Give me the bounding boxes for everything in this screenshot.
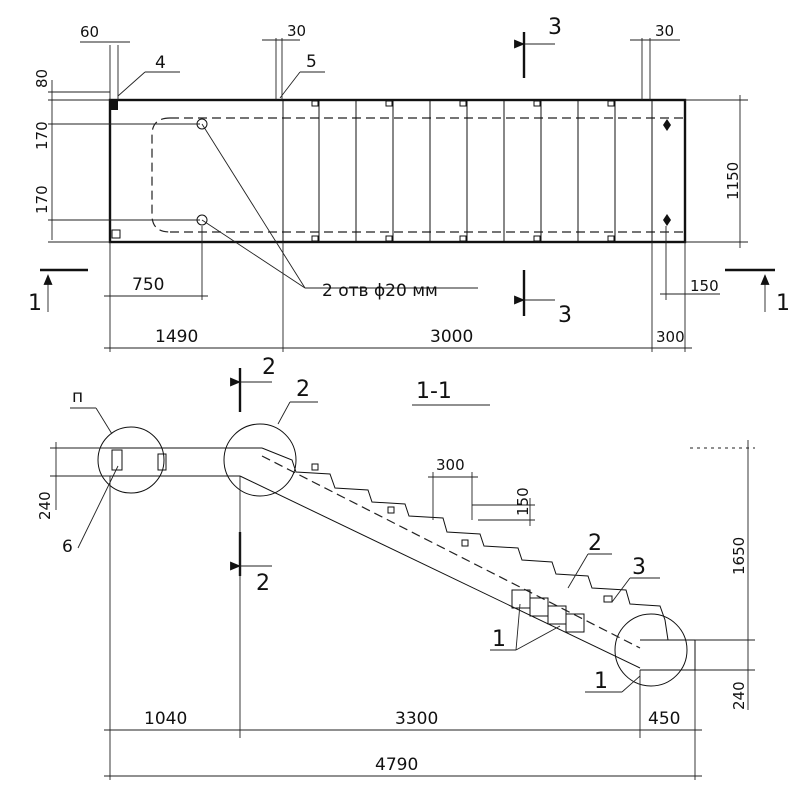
callout-4: 4 (155, 53, 166, 73)
callout-1-mid: 1 (492, 627, 506, 652)
node-left-circle (97, 426, 165, 494)
plan-view: 2 отв ϕ20 мм 60 30 30 4 5 80 170 170 (28, 15, 790, 352)
dim-bottom-mid: 3000 (430, 327, 473, 347)
plan-anchor-bottom (663, 214, 671, 226)
dim-right-small: 150 (690, 277, 719, 295)
section-2-bot: 2 (256, 571, 270, 596)
node-p-label: п (72, 387, 83, 407)
dim-top-right: 30 (655, 22, 674, 40)
dim-sec-bottom-mid: 3300 (395, 709, 438, 729)
plan-outline (108, 98, 687, 244)
dim-left-mid: 170 (33, 121, 51, 150)
section-1-left: 1 (28, 291, 42, 316)
dim-bottom-right: 300 (656, 328, 685, 346)
node-bottom-circle (614, 613, 688, 687)
holes-label: 2 отв ϕ20 мм (322, 281, 438, 301)
dim-top-left: 60 (80, 23, 99, 41)
dim-hole-offset: 750 (132, 275, 164, 295)
stair-profile (261, 447, 669, 641)
node-mid-circle (223, 423, 297, 497)
dim-step-run: 300 (436, 456, 465, 474)
section-3-bot: 3 (558, 303, 572, 328)
dim-height: 1650 (730, 537, 748, 575)
callout-2-right: 2 (588, 531, 602, 556)
dim-right-height: 1150 (724, 162, 742, 200)
section-2-top: 2 (262, 355, 276, 380)
callout-2-circle: 2 (296, 377, 310, 402)
dim-bottom-left: 1490 (155, 327, 198, 347)
plan-steps (282, 100, 653, 242)
bottom-landing (640, 639, 696, 671)
section-view: 1-1 6 п (36, 355, 755, 780)
section-3-top: 3 (548, 15, 562, 40)
callout-3: 3 (632, 555, 646, 580)
section-1-right: 1 (776, 291, 790, 316)
dim-sec-bottom-left: 1040 (144, 709, 187, 729)
reinforcement-blocks (511, 589, 585, 633)
plan-embed-bottom-left (111, 229, 121, 239)
dim-total: 4790 (375, 755, 418, 775)
dim-left-bot: 170 (33, 185, 51, 214)
dim-sec-bottom-right: 450 (648, 709, 680, 729)
section-title: 1-1 (416, 379, 452, 404)
dim-left-top: 80 (33, 69, 51, 88)
node-6-label: 6 (62, 537, 73, 557)
top-landing-slab (110, 447, 262, 477)
plan-embed-top-left (110, 100, 118, 110)
stair-inner-line (261, 455, 641, 649)
dim-thickness-right: 240 (730, 681, 748, 710)
dim-top-mid: 30 (287, 22, 306, 40)
dim-step-rise: 150 (514, 487, 532, 516)
plan-step-marks (311, 100, 615, 242)
dim-thickness-left: 240 (36, 491, 54, 520)
callout-5: 5 (306, 52, 317, 72)
stair-soffit (239, 475, 641, 669)
plan-dashed-contour (151, 117, 685, 233)
plan-anchor-top (663, 119, 671, 131)
callout-1-bot: 1 (594, 669, 608, 694)
